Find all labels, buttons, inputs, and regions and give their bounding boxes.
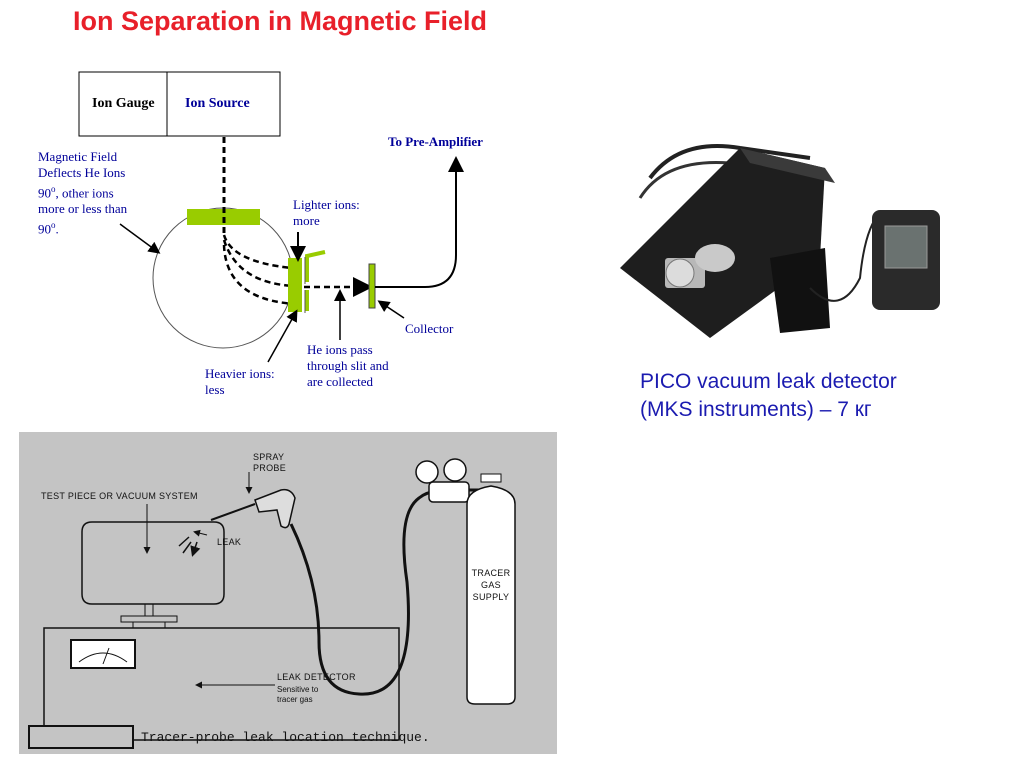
leak-detector-box — [43, 627, 400, 741]
sensitive-label: Sensitive to tracer gas — [277, 685, 319, 704]
detector-caption: PICO vacuum leak detector (MKS instrumen… — [640, 370, 897, 421]
caption-box — [28, 725, 134, 749]
ion-separation-diagram — [78, 71, 464, 363]
heavier-ions-label: Heavier ions: less — [205, 366, 275, 397]
ion-path-heavy — [222, 244, 297, 306]
leak-label: LEAK — [217, 537, 242, 547]
collector-label: Collector — [405, 321, 454, 336]
page-title: Ion Separation in Magnetic Field — [72, 6, 488, 36]
tracer-gas-label: TRACER GAS SUPPLY — [471, 568, 511, 602]
ion-gauge-label: Ion Gauge — [92, 96, 155, 111]
tracer-caption: Tracer-probe leak location technique. — [141, 730, 430, 745]
test-piece-label: TEST PIECE OR VACUUM SYSTEM — [41, 491, 198, 501]
ion-source-label: Ion Source — [185, 96, 250, 111]
ion-path-he — [222, 239, 297, 288]
lighter-ions-label: Lighter ions: more — [293, 197, 360, 228]
slit-upper — [305, 250, 326, 282]
preamp-label: To Pre-Amplifier — [388, 134, 483, 149]
tracer-probe-diagram: SPRAY PROBE TEST PIECE OR VACUUM SYSTEM … — [19, 432, 557, 754]
test-piece — [81, 521, 225, 605]
leak-detector-photo — [620, 144, 940, 338]
hose — [289, 490, 442, 696]
spray-probe-label: SPRAY PROBE — [253, 452, 287, 473]
preamp-line — [375, 156, 464, 288]
separator-plate — [288, 258, 302, 312]
ion-path-light — [222, 234, 293, 270]
spray-probe — [254, 488, 296, 529]
leak-detector-label: LEAK DETECTOR — [277, 672, 356, 682]
ion-gauge-box — [78, 71, 168, 137]
ion-source-box — [166, 71, 281, 137]
gas-cylinder — [466, 485, 516, 705]
magnetic-field-note: Magnetic Field Deflects He Ions 90o, oth… — [38, 149, 128, 237]
collector-plate — [368, 263, 376, 309]
he-ions-label: He ions pass through slit and are collec… — [307, 342, 389, 389]
